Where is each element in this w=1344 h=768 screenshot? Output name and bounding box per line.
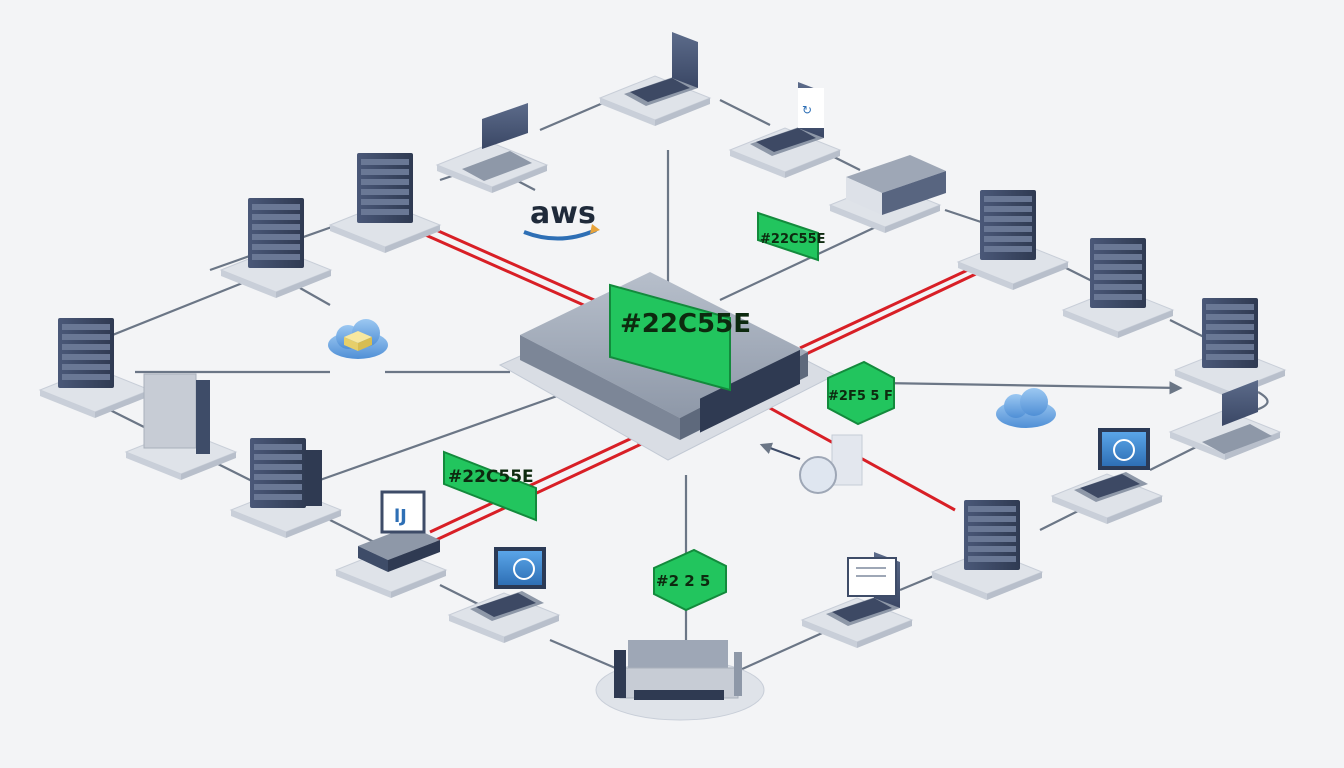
network-appliance-icon — [829, 155, 946, 234]
tag-lower-left: #22C55E — [443, 450, 537, 522]
laptop-icon: ↻ — [729, 82, 841, 179]
tag-bottom: #2 2 5 — [653, 548, 727, 612]
router-icon — [595, 640, 765, 721]
monitor-icon — [436, 103, 548, 194]
svg-text:#2F5 5 F: #2F5 5 F — [828, 389, 893, 404]
laptop-icon — [801, 552, 913, 649]
svg-text:#22C55E: #22C55E — [448, 467, 534, 487]
server-icon — [230, 438, 342, 539]
network-switch-icon: lJ — [335, 490, 447, 599]
tag-upper-right: #22C55E — [757, 211, 826, 262]
laptop-icon — [448, 547, 560, 644]
cloud-icon — [328, 319, 388, 359]
server-tower-icon — [125, 373, 237, 481]
tag-right: #2F5 5 F — [827, 360, 895, 426]
svg-text:#2 2 5: #2 2 5 — [656, 572, 710, 590]
svg-text:#22C55E: #22C55E — [620, 309, 751, 339]
svg-text:aws: aws — [530, 196, 596, 231]
aws-logo: aws — [523, 196, 600, 241]
svg-text:↻: ↻ — [802, 103, 812, 117]
laptop-icon — [1051, 428, 1163, 525]
svg-text:#22C55E: #22C55E — [760, 232, 826, 247]
svg-text:lJ: lJ — [394, 506, 407, 527]
monitor-icon — [1169, 380, 1281, 461]
hub-tag: #22C55E — [609, 283, 751, 392]
backup-device-icon — [759, 434, 863, 494]
